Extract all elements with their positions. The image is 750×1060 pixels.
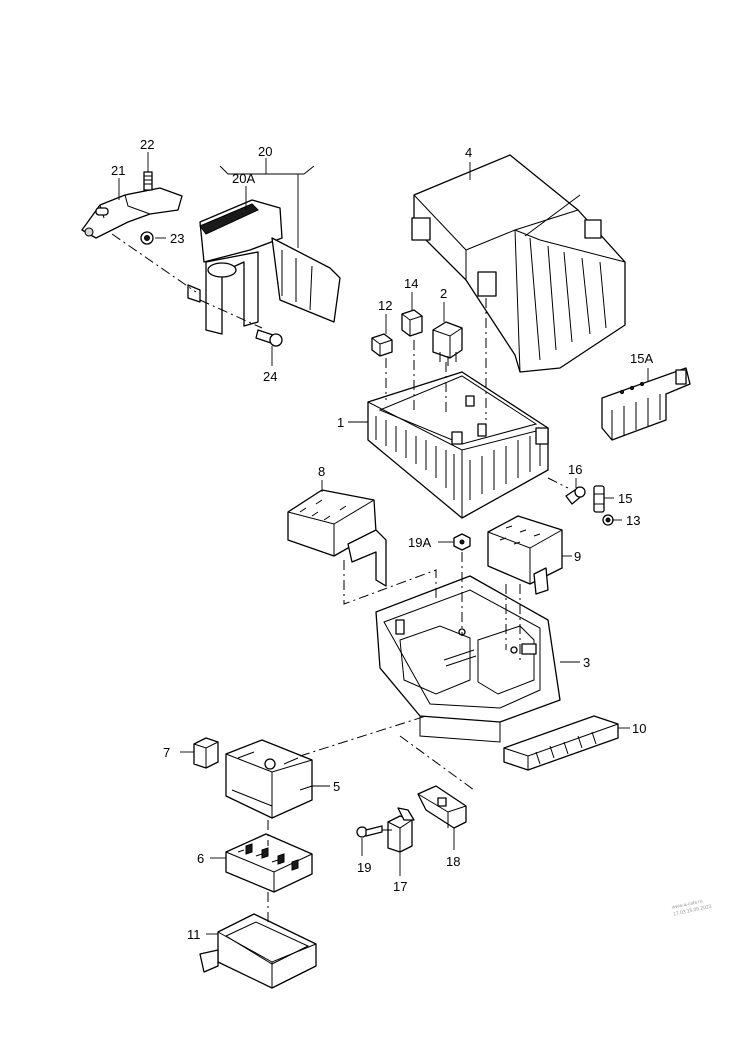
label-15: 15 — [618, 491, 632, 506]
label-23: 23 — [170, 231, 184, 246]
clip-part-15 — [593, 485, 605, 513]
label-8: 8 — [318, 464, 325, 479]
terminal-strip-part-15A — [601, 367, 691, 441]
nut-part-23 — [140, 231, 154, 245]
label-12: 12 — [378, 298, 392, 313]
leader-lines — [118, 152, 649, 935]
relay-carrier-part-20 — [187, 199, 341, 335]
label-5: 5 — [333, 779, 340, 794]
label-11: 11 — [187, 927, 201, 942]
label-24: 24 — [263, 369, 277, 384]
fusebox-body-part-1 — [367, 371, 549, 519]
fuse-holder-part-6 — [225, 833, 313, 893]
cover-part-4 — [411, 154, 626, 373]
label-2: 2 — [440, 286, 447, 301]
label-17: 17 — [393, 879, 407, 894]
label-7: 7 — [163, 745, 170, 760]
bolt-part-16 — [565, 486, 586, 505]
fuse-part-14 — [401, 309, 423, 337]
watermark: www.a-cats.ru 17.03 15.05.2023 — [671, 898, 712, 917]
label-6: 6 — [197, 851, 204, 866]
cover-part-8 — [287, 489, 387, 587]
label-14: 14 — [404, 276, 418, 291]
label-19: 19 — [357, 860, 371, 875]
relay-part-2 — [432, 321, 463, 366]
bracket-part-18 — [417, 785, 467, 829]
label-15A: 15A — [630, 351, 653, 366]
label-1: 1 — [337, 415, 344, 430]
part-labels: 20 20A 21 22 23 24 4 12 14 2 15A 1 16 15… — [111, 137, 653, 942]
bracket-part-21 — [81, 187, 183, 239]
label-9: 9 — [574, 549, 581, 564]
label-21: 21 — [111, 163, 125, 178]
screw-part-19 — [356, 825, 383, 838]
relay-block-part-5 — [225, 739, 313, 819]
label-18: 18 — [446, 854, 460, 869]
label-13: 13 — [626, 513, 640, 528]
carrier-frame-part-3 — [375, 575, 561, 743]
label-10: 10 — [632, 721, 646, 736]
label-20: 20 — [258, 144, 272, 159]
label-4: 4 — [465, 145, 472, 160]
assembly-lines — [111, 233, 569, 924]
strip-part-10 — [503, 715, 619, 771]
fuse-part-12 — [371, 333, 393, 357]
label-16: 16 — [568, 462, 582, 477]
tray-part-11 — [199, 913, 317, 989]
relay-part-17 — [387, 807, 415, 853]
label-3: 3 — [583, 655, 590, 670]
bolt-part-24 — [255, 329, 283, 347]
cover-part-9 — [487, 515, 563, 595]
label-19A: 19A — [408, 535, 431, 550]
screw-part-22 — [143, 171, 153, 191]
label-20A: 20A — [232, 171, 255, 186]
nut-part-13 — [602, 514, 614, 526]
label-22: 22 — [140, 137, 154, 152]
nut-part-19A — [453, 533, 471, 551]
relay-part-7 — [193, 737, 219, 769]
